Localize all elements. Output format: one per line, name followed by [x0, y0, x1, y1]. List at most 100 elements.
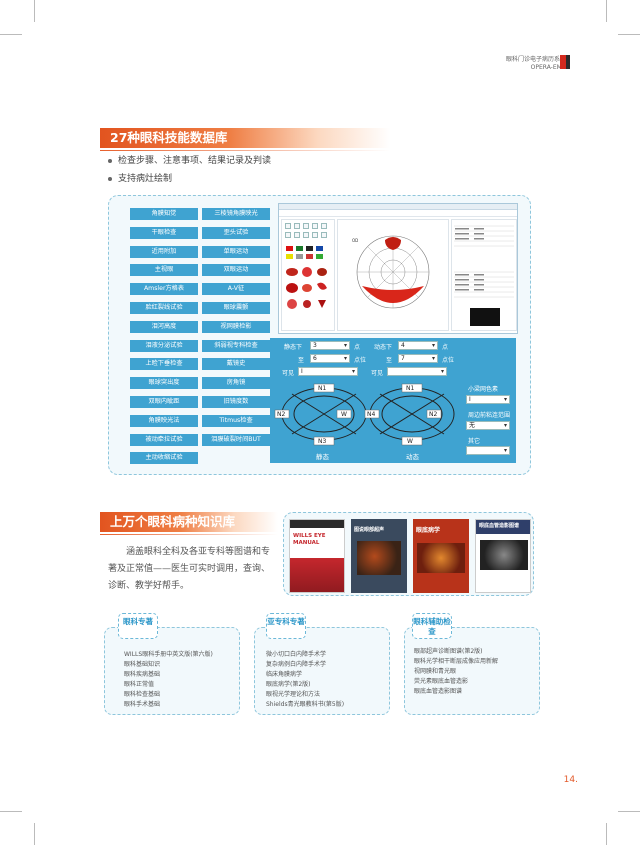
drawing-tools: [281, 219, 335, 331]
running-header: 眼科门诊电子病历系统 OPERA-EMR: [506, 56, 566, 72]
fundus-drawing: OD: [337, 219, 449, 331]
feature-bullets: 检查步骤、注意事项、结果记录及判读 支持病灶绘制: [108, 152, 271, 188]
skill-button[interactable]: 泪膜破裂时间BUT: [202, 433, 270, 446]
dynamic-visible-select[interactable]: [387, 367, 447, 376]
other-select[interactable]: [466, 446, 510, 455]
skill-button[interactable]: 旧镜度数: [202, 396, 270, 408]
skill-button[interactable]: 三棱镜角膜映光: [202, 208, 270, 220]
skill-button[interactable]: Titmus检查: [202, 414, 270, 427]
list-item: 眼科光学相干断层成像应用新解: [414, 658, 499, 665]
skill-button[interactable]: Amsler方格表: [130, 283, 198, 296]
section-banner: 上万个眼科病种知识库: [100, 512, 278, 535]
skill-button[interactable]: 眼球突出度: [130, 377, 198, 390]
diagram-left-left: N2: [277, 411, 286, 418]
skill-button[interactable]: 泪河高度: [130, 320, 198, 333]
dynamic-visible-label: 可见: [371, 370, 384, 377]
crop-mark: [0, 811, 22, 812]
category-box: [404, 627, 540, 715]
dynamic-label: 动态下: [374, 344, 393, 351]
category-tag: 眼科专著: [118, 613, 158, 639]
logo-icon: [560, 55, 570, 69]
diagram-right-top: N1: [406, 385, 415, 392]
skill-button[interactable]: 房角镜: [202, 377, 270, 390]
bullet-item: 检查步骤、注意事项、结果记录及判读: [108, 152, 271, 170]
list-item: 微小切口白内障手术学: [266, 651, 327, 658]
to-label: 至: [298, 357, 305, 364]
list-item: 临床角膜病学: [266, 671, 303, 678]
header-subtitle: OPERA-EMR: [530, 64, 566, 71]
category-list: 微小切口白内障手术学复杂病例白内障手术学临床角膜病学眼底病学(第2版)眼视光学理…: [266, 650, 344, 710]
pas-label: 周边前粘连范围: [468, 412, 511, 419]
bullet-item: 支持病灶绘制: [108, 170, 271, 188]
trabecular-label: 小梁网色素: [468, 386, 499, 393]
crop-mark: [606, 823, 607, 845]
diagram-left-top: N1: [318, 385, 327, 392]
visible-select[interactable]: I: [298, 367, 358, 376]
skill-button[interactable]: 泪液分泌试验: [130, 339, 198, 352]
category-list: 眼部超声诊断图谱(第2版) 眼科光学相干断层成像应用新解视网膜和青光眼荧光素眼底血…: [414, 647, 498, 697]
header-title: 眼科门诊电子病历系统: [505, 56, 566, 63]
dynamic-to-select[interactable]: 7: [398, 354, 438, 363]
skill-button[interactable]: 戴镜史: [202, 358, 270, 371]
software-screenshot: OD: [278, 203, 518, 334]
pas-select[interactable]: 无: [466, 421, 510, 430]
book-cover: 眼底血管造影图谱: [475, 519, 531, 593]
skill-button[interactable]: 角膜知觉: [130, 208, 198, 220]
crop-mark: [0, 34, 22, 35]
dynamic-to-label: 至: [386, 357, 393, 364]
category-list: WILLS眼科手册中英文版(第六版)眼科基础知识眼科疾病基础眼科正常值眼科检查基…: [124, 650, 213, 710]
book-cover: 眼底病学: [413, 519, 469, 593]
skill-button[interactable]: 角膜映光法: [130, 414, 198, 427]
visible-label: 可见: [282, 370, 295, 377]
crop-mark: [618, 811, 640, 812]
skill-button[interactable]: 双眼运动: [202, 264, 270, 277]
crop-mark: [606, 0, 607, 22]
dynamic-footer: 动态: [406, 453, 419, 461]
list-item: 复杂病例白内障手术学: [266, 661, 327, 668]
record-list: [451, 219, 517, 331]
skill-button[interactable]: 斜弱视专科检查: [202, 339, 270, 352]
skill-button[interactable]: 单眼运动: [202, 245, 270, 258]
list-item: 眼部超声诊断图谱(第2版): [414, 648, 483, 655]
skill-button[interactable]: 主视眼: [130, 264, 198, 277]
skill-button[interactable]: 视网膜检影: [202, 320, 270, 333]
static-label: 静态下: [284, 344, 303, 351]
skill-button[interactable]: 主动收缩试验: [130, 452, 198, 465]
dynamic-select[interactable]: 4: [398, 341, 438, 350]
svg-text:OD: OD: [352, 238, 358, 243]
list-item: 视网膜和青光眼: [414, 668, 457, 675]
diagram-left-right: W: [341, 411, 347, 418]
static-to-select[interactable]: 6: [310, 354, 350, 363]
intro-paragraph: 涵盖眼科全科及各亚专科等图谱和专著及正常值——医生可实时调用，查询、诊断、教学好…: [108, 547, 271, 591]
gonioscopy-form: 静态下 3 点 动态下 4 点 至 6 点位 至 7 点位 可见 I 可见 N1…: [270, 338, 516, 463]
skill-button[interactable]: 双眼内眦距: [130, 396, 198, 408]
static-footer: 静态: [316, 453, 329, 461]
skill-button[interactable]: A-V征: [202, 283, 270, 296]
trabecular-select[interactable]: I: [466, 395, 510, 404]
list-item: 眼底病学(第2版): [266, 681, 311, 688]
list-item: 眼科疾病基础: [124, 671, 161, 678]
skill-button[interactable]: 歪头试验: [202, 226, 270, 239]
list-item: 眼科检查基础: [124, 691, 161, 698]
category-box: [104, 627, 240, 715]
diagram-right-left: N4: [367, 411, 376, 418]
list-item: 眼科手术基础: [124, 701, 161, 708]
skill-button[interactable]: 上睑下垂检查: [130, 358, 198, 371]
dynamic-point-pos-label: 点位: [442, 357, 455, 364]
book-cover: 图说眼部超声: [351, 519, 407, 593]
list-item: 荧光素眼底血管造影: [414, 678, 469, 685]
skill-button[interactable]: 近用附加: [130, 245, 198, 258]
section-banner: 27种眼科技能数据库: [100, 128, 390, 151]
static-select[interactable]: 3: [310, 341, 350, 350]
skill-button[interactable]: 干眼检查: [130, 226, 198, 239]
point-label: 点: [354, 344, 361, 351]
category-tag: 亚专科专著: [266, 613, 306, 639]
diagram-left-bottom: N3: [318, 438, 327, 445]
list-item: WILLS眼科手册中英文版(第六版): [124, 651, 213, 658]
skill-button[interactable]: 脸红裂线试验: [130, 302, 198, 314]
angle-diagrams: [274, 383, 455, 446]
crop-mark: [34, 823, 35, 845]
skill-button[interactable]: 眼球震颤: [202, 302, 270, 314]
diagram-right-bottom: W: [407, 438, 413, 445]
skill-button[interactable]: 被动牵拉试验: [130, 433, 198, 446]
